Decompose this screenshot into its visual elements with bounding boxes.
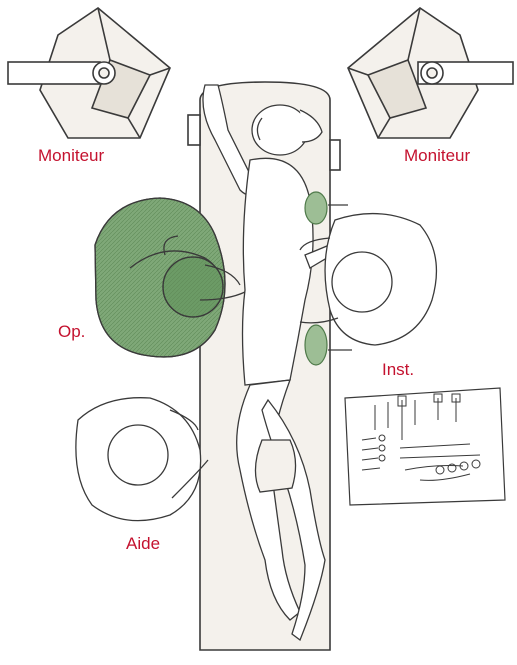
monitor-right xyxy=(348,8,513,138)
label-monitor-right: Moniteur xyxy=(404,146,470,166)
assistant-figure xyxy=(76,398,208,521)
label-monitor-left: Moniteur xyxy=(38,146,104,166)
label-operator: Op. xyxy=(58,322,85,342)
label-assistant: Aide xyxy=(126,534,160,554)
instrument-tray xyxy=(345,388,505,505)
monitor-left xyxy=(8,8,170,138)
label-instrumentist: Inst. xyxy=(382,360,414,380)
